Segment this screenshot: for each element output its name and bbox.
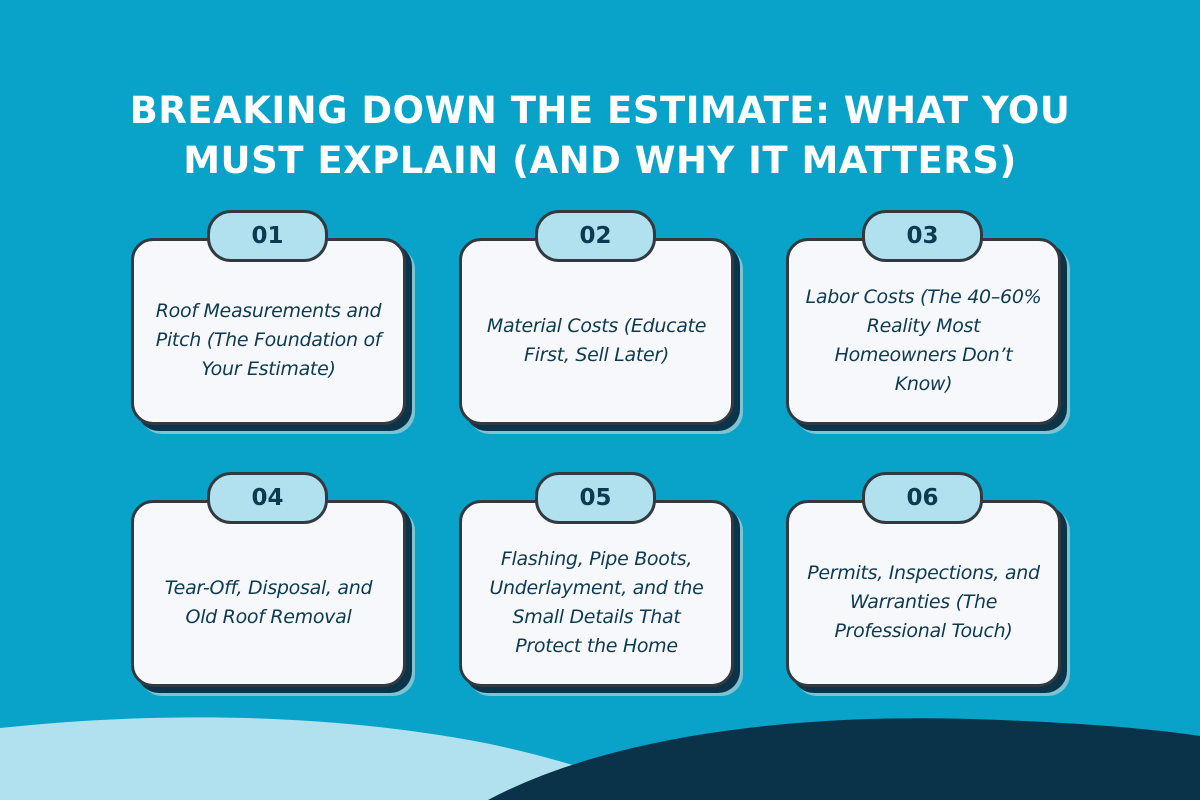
card-04: 04 Tear-Off, Disposal, and Old Roof Remo… — [131, 472, 415, 696]
card-text: Labor Costs (The 40–60% Reality Most Hom… — [805, 285, 1042, 395]
card-number-badge: 04 — [207, 472, 328, 524]
card-face: Roof Measurements and Pitch (The Foundat… — [131, 238, 406, 425]
card-03: 03 Labor Costs (The 40–60% Reality Most … — [786, 210, 1070, 434]
title-line-2: MUST EXPLAIN (AND WHY IT MATTERS) — [183, 139, 1017, 182]
card-face: Permits, Inspections, and Warranties (Th… — [786, 500, 1061, 687]
card-number-badge: 02 — [535, 210, 656, 262]
card-number-badge: 03 — [862, 210, 983, 262]
card-face: Flashing, Pipe Boots, Underlayment, and … — [459, 500, 734, 687]
card-text: Roof Measurements and Pitch (The Foundat… — [155, 300, 382, 380]
title-line-1: BREAKING DOWN THE ESTIMATE: WHAT YOU — [129, 89, 1071, 132]
light-wave — [0, 717, 680, 800]
card-number-badge: 05 — [535, 472, 656, 524]
card-text: Tear-Off, Disposal, and Old Roof Removal — [164, 576, 373, 628]
card-face: Tear-Off, Disposal, and Old Roof Removal — [131, 500, 406, 687]
card-face: Labor Costs (The 40–60% Reality Most Hom… — [786, 238, 1061, 425]
card-text: Flashing, Pipe Boots, Underlayment, and … — [489, 547, 704, 657]
card-face: Material Costs (Educate First, Sell Late… — [459, 238, 734, 425]
card-02: 02 Material Costs (Educate First, Sell L… — [459, 210, 743, 434]
card-text: Material Costs (Educate First, Sell Late… — [486, 314, 707, 366]
card-01: 01 Roof Measurements and Pitch (The Foun… — [131, 210, 415, 434]
card-number-badge: 06 — [862, 472, 983, 524]
dark-wave — [488, 718, 1200, 800]
card-text: Permits, Inspections, and Warranties (Th… — [807, 562, 1040, 642]
card-number-badge: 01 — [207, 210, 328, 262]
page-title: BREAKING DOWN THE ESTIMATE: WHAT YOU MUS… — [0, 86, 1200, 186]
card-05: 05 Flashing, Pipe Boots, Underlayment, a… — [459, 472, 743, 696]
card-06: 06 Permits, Inspections, and Warranties … — [786, 472, 1070, 696]
